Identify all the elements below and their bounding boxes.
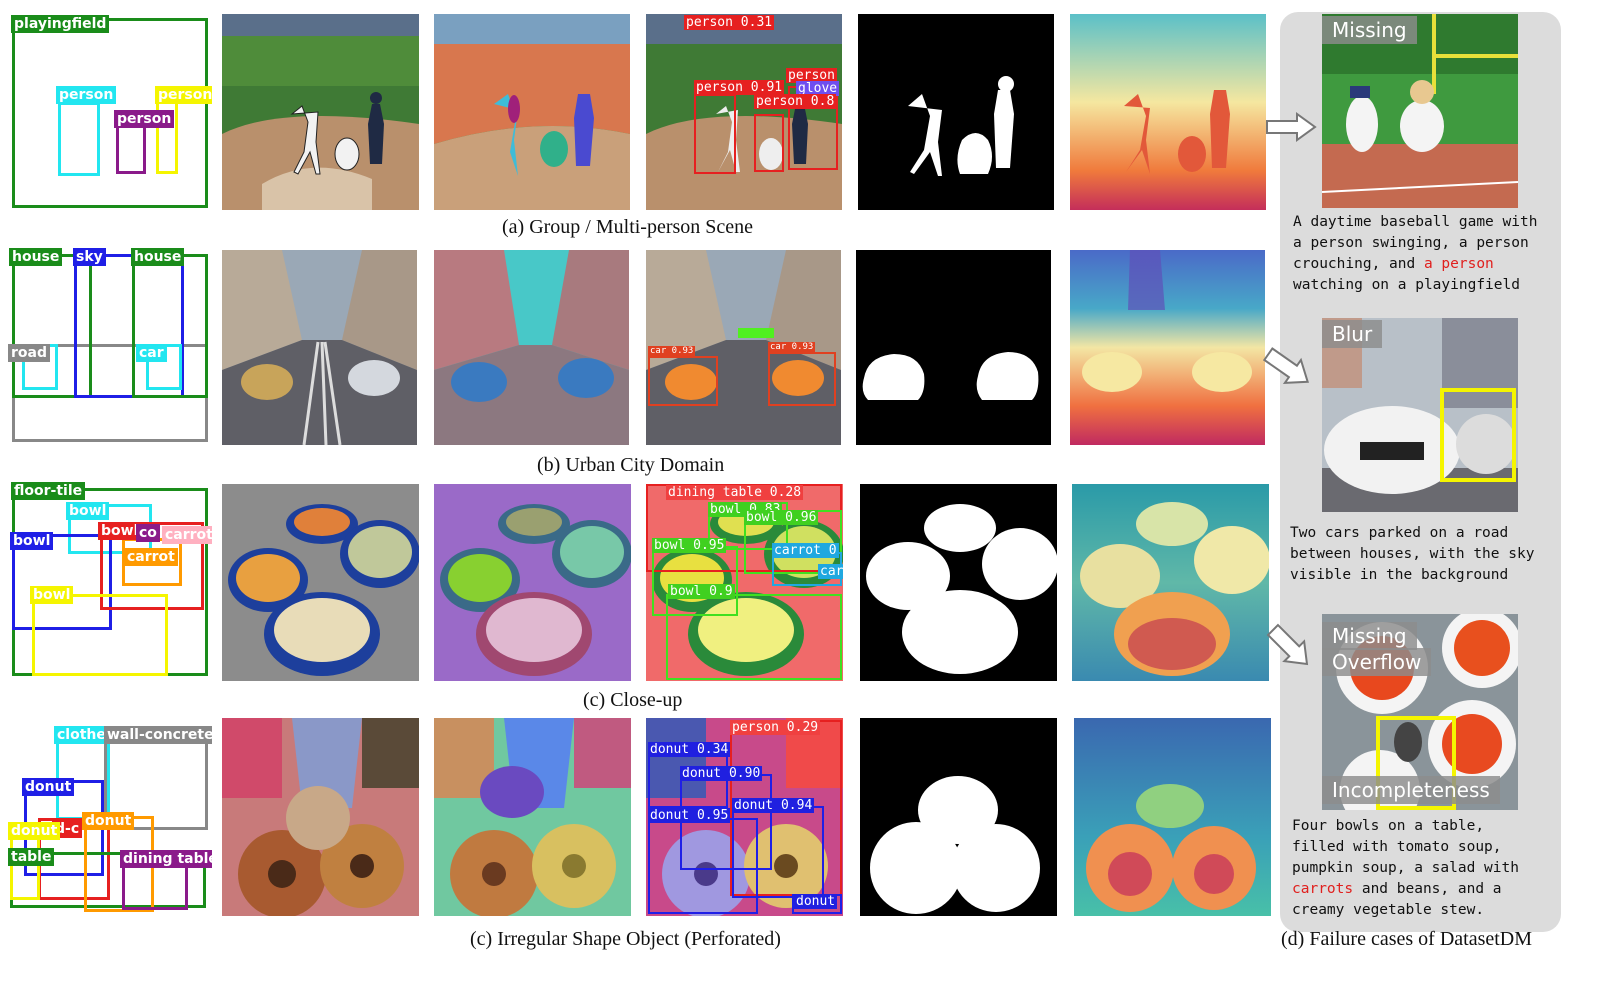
detection-label: car 0.93 — [648, 346, 696, 356]
generated-image-a — [222, 14, 419, 210]
detection-label: donut 0.94 — [732, 798, 815, 813]
layout-label: donut — [22, 778, 75, 796]
detection-label: bowl 0.96 — [744, 510, 819, 525]
arrow-icon — [1266, 112, 1317, 142]
layout-label: bowl — [98, 522, 142, 540]
detection-label: bowl 0.95 — [652, 538, 727, 553]
detection-a: person 0.31 person glove person 0.91 per… — [646, 14, 842, 210]
layout-label: person — [56, 86, 117, 104]
generated-image-b — [222, 250, 417, 445]
layout-label: bowl — [66, 502, 110, 520]
layout-label: donut — [82, 812, 135, 830]
detection-label: donut 0.90 — [680, 766, 763, 781]
detection-label: donut — [794, 894, 838, 909]
layout-label: bowl — [30, 586, 74, 604]
depth-d — [1074, 718, 1271, 916]
layout-label: floor-tile — [11, 482, 86, 500]
layout-d: clothe wall-concrete donut d-c donut don… — [8, 724, 212, 920]
layout-label: co — [136, 524, 160, 542]
detection-label: car — [818, 564, 843, 579]
layout-label: house — [131, 248, 185, 266]
detection-label: person 0.31 — [684, 15, 775, 30]
layout-label: sky — [73, 248, 106, 266]
row-caption-a: (a) Group / Multi-person Scene — [502, 216, 754, 238]
segmentation-b — [434, 250, 629, 445]
layout-label: carrot — [124, 548, 178, 566]
depth-b — [1070, 250, 1265, 445]
detection-label: person 0.91 — [694, 80, 785, 95]
failure-tag: Overflow — [1322, 648, 1432, 676]
row-caption-d: (c) Irregular Shape Object (Perforated) — [470, 928, 781, 950]
layout-label: person — [155, 86, 212, 104]
row-caption-c: (c) Close-up — [583, 689, 683, 711]
layout-label: playingfield — [11, 15, 110, 33]
failure-caption-3: Four bowls on a table, filled with tomat… — [1292, 818, 1519, 918]
failure-image-2: Blur — [1322, 318, 1518, 512]
layout-label: house — [9, 248, 63, 266]
failure-tag: Missing — [1322, 16, 1417, 44]
failure-tag: Missing — [1322, 622, 1417, 650]
failure-title: (d) Failure cases of DatasetDM — [1281, 928, 1533, 950]
detection-label: person 0.29 — [730, 720, 821, 735]
layout-label: wall-concrete — [104, 726, 212, 744]
depth-a — [1070, 14, 1266, 210]
detection-label: dining table 0.28 — [666, 485, 804, 500]
layout-label: person — [114, 110, 175, 128]
failure-image-3: Missing Overflow Incompleteness — [1322, 614, 1518, 810]
segmentation-a — [434, 14, 630, 210]
failure-tag: Incompleteness — [1322, 776, 1500, 804]
layout-label: dining table — [120, 850, 212, 868]
detection-label: person 0.8 — [754, 94, 837, 109]
detection-label: bowl 0.9 — [668, 584, 735, 599]
failure-caption-1: A daytime baseball game with a person sw… — [1293, 214, 1538, 293]
layout-label: road — [8, 344, 50, 362]
generated-image-c — [222, 484, 419, 681]
detection-label: carrot 0 — [772, 543, 839, 558]
layout-label: table — [8, 848, 55, 866]
mask-d — [860, 718, 1057, 916]
detection-b: car 0.93 car 0.93 — [646, 250, 841, 445]
detection-label: glove — [796, 81, 840, 96]
layout-c: floor-tile bowl bowl bowl co carrot carr… — [8, 482, 212, 680]
row-caption-b: (b) Urban City Domain — [537, 454, 725, 476]
layout-b: house sky house road car — [8, 248, 212, 448]
failure-image-1: Missing — [1322, 14, 1518, 208]
layout-a: playingfield person person person — [8, 14, 212, 212]
failure-tag: Blur — [1322, 320, 1383, 348]
layout-label: bowl — [10, 532, 54, 550]
layout-label: donut — [8, 822, 61, 840]
arrow-icon — [1262, 347, 1309, 385]
detection-d: person 0.29 donut 0.34 donut 0.90 donut … — [646, 718, 843, 916]
depth-c — [1072, 484, 1269, 681]
segmentation-c — [434, 484, 631, 681]
layout-label: clothe — [54, 726, 109, 744]
detection-label: donut 0.95 — [648, 808, 731, 823]
detection-label: person — [786, 68, 837, 83]
layout-label: car — [136, 344, 167, 362]
detection-label: car 0.93 — [768, 342, 816, 352]
detection-c: dining table 0.28 bowl 0.83 bowl 0.96 bo… — [646, 484, 843, 681]
failure-caption-2: Two cars parked on a road between houses… — [1290, 525, 1535, 583]
generated-image-d — [222, 718, 419, 916]
mask-a — [858, 14, 1054, 210]
segmentation-d — [434, 718, 631, 916]
mask-b — [856, 250, 1051, 445]
arrow-icon — [1266, 623, 1309, 666]
layout-label: carrot — [162, 526, 212, 544]
detection-label: donut 0.34 — [648, 742, 731, 757]
mask-c — [860, 484, 1057, 681]
